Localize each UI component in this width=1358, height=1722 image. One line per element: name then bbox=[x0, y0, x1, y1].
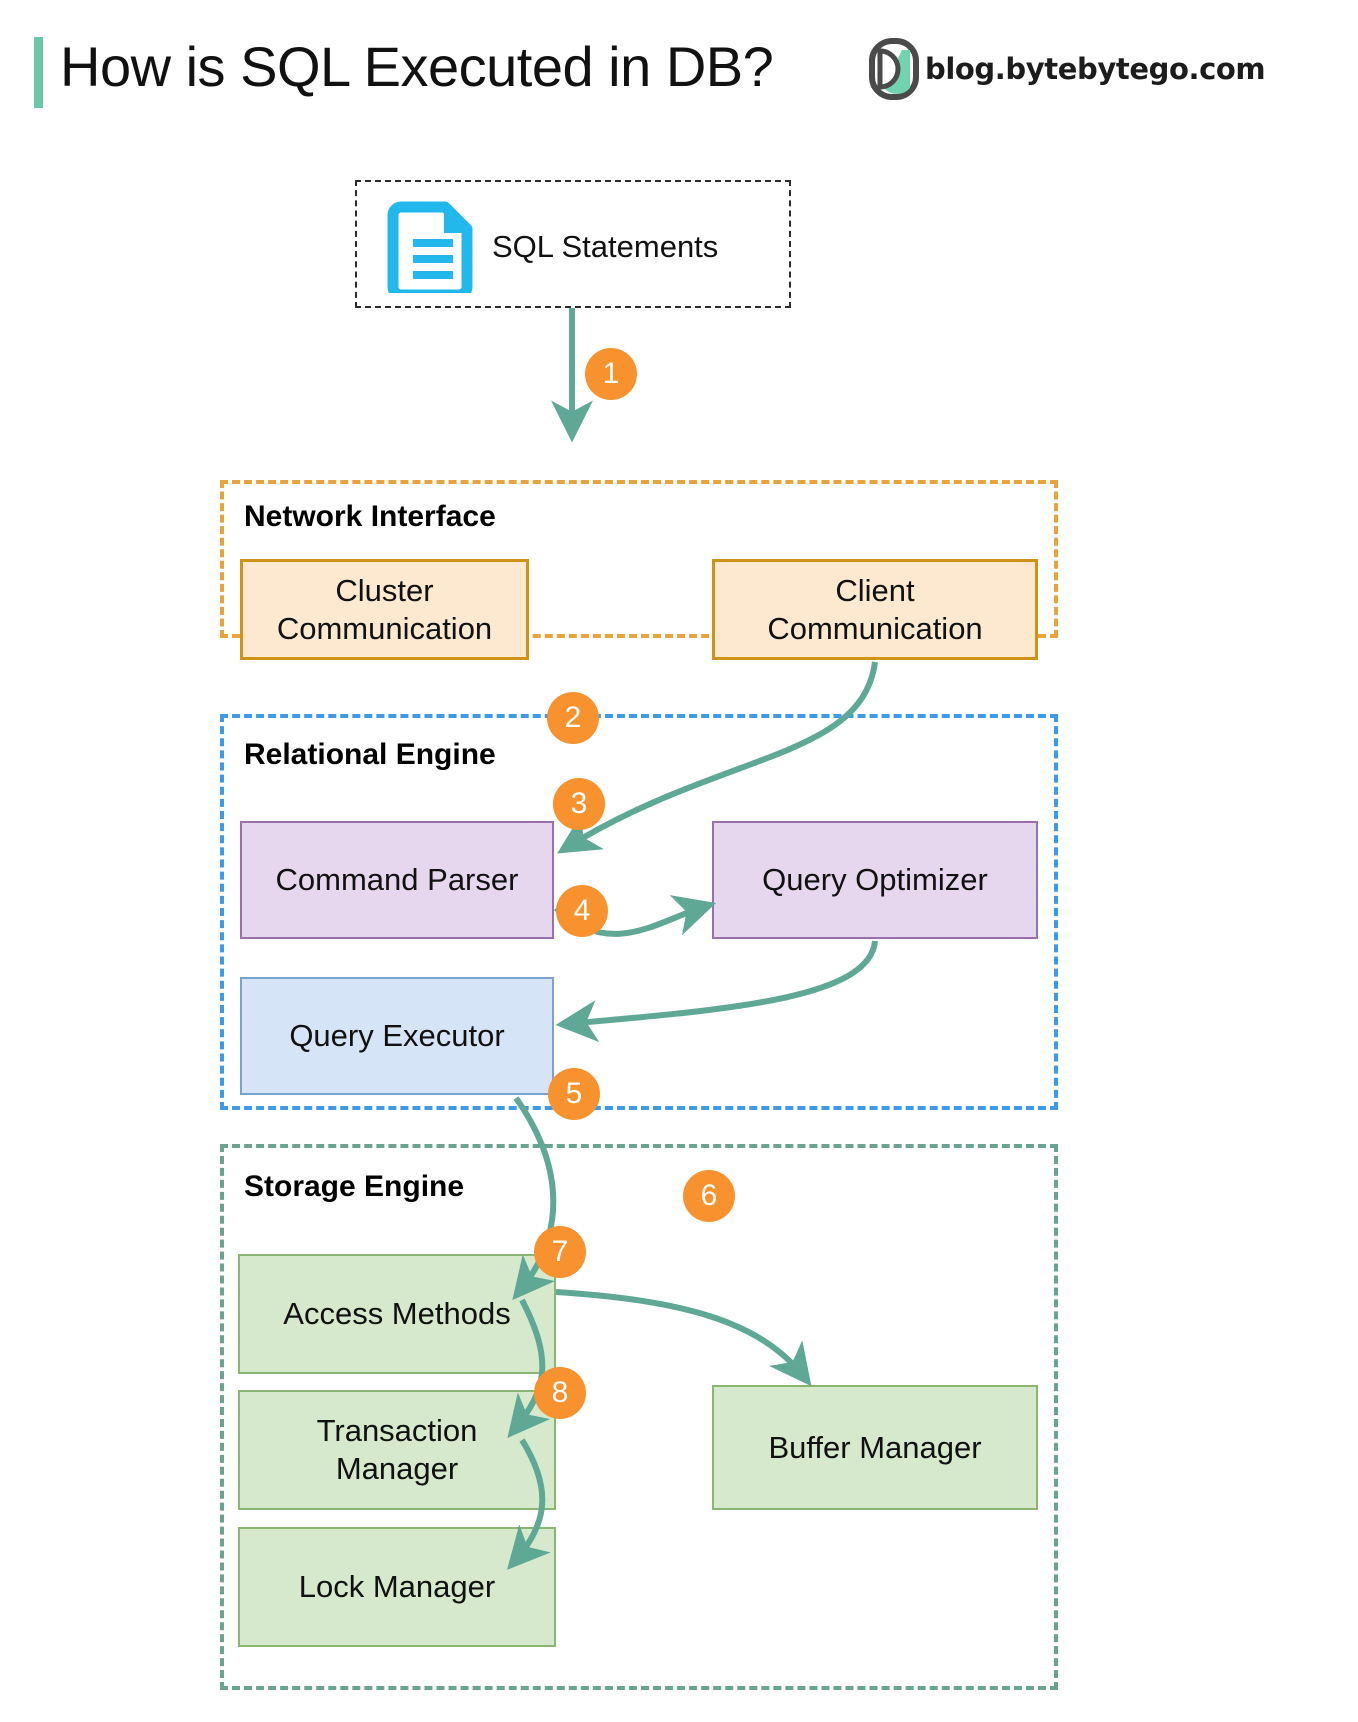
step-badge-4: 4 bbox=[556, 885, 608, 937]
document-icon bbox=[387, 201, 473, 293]
sql-statements-label: SQL Statements bbox=[492, 229, 719, 265]
sql-statements-container bbox=[355, 180, 791, 308]
bytebytego-logo-icon bbox=[869, 38, 919, 100]
group-label-relational-engine: Relational Engine bbox=[244, 738, 496, 771]
group-label-storage-engine: Storage Engine bbox=[244, 1170, 465, 1203]
step-badge-7: 7 bbox=[534, 1226, 586, 1278]
page-title: How is SQL Executed in DB? bbox=[60, 35, 774, 98]
step-badge-5: 5 bbox=[548, 1068, 600, 1120]
node-access-methods[interactable]: Access Methods bbox=[238, 1254, 556, 1374]
node-lock-manager[interactable]: Lock Manager bbox=[238, 1527, 556, 1647]
node-transaction-manager[interactable]: Transaction Manager bbox=[238, 1390, 556, 1510]
step-badge-8: 8 bbox=[534, 1367, 586, 1419]
node-cluster-communication[interactable]: Cluster Communication bbox=[240, 559, 529, 660]
page-header: How is SQL Executed in DB? blog.bytebyte… bbox=[0, 0, 1358, 140]
node-buffer-manager[interactable]: Buffer Manager bbox=[712, 1385, 1038, 1510]
group-storage-engine bbox=[220, 1144, 1058, 1690]
step-badge-1: 1 bbox=[585, 348, 637, 400]
brand: blog.bytebytego.com bbox=[868, 38, 1266, 100]
node-command-parser[interactable]: Command Parser bbox=[240, 821, 554, 939]
title-accent-bar bbox=[34, 37, 43, 108]
group-network-interface bbox=[220, 480, 1058, 638]
brand-text: blog.bytebytego.com bbox=[925, 52, 1266, 86]
node-query-optimizer[interactable]: Query Optimizer bbox=[712, 821, 1038, 939]
node-query-executor[interactable]: Query Executor bbox=[240, 977, 554, 1095]
group-label-network-interface: Network Interface bbox=[244, 500, 496, 533]
step-badge-6: 6 bbox=[683, 1170, 735, 1222]
step-badge-2: 2 bbox=[547, 692, 599, 744]
node-client-communication[interactable]: Client Communication bbox=[712, 559, 1038, 660]
step-badge-3: 3 bbox=[553, 778, 605, 830]
